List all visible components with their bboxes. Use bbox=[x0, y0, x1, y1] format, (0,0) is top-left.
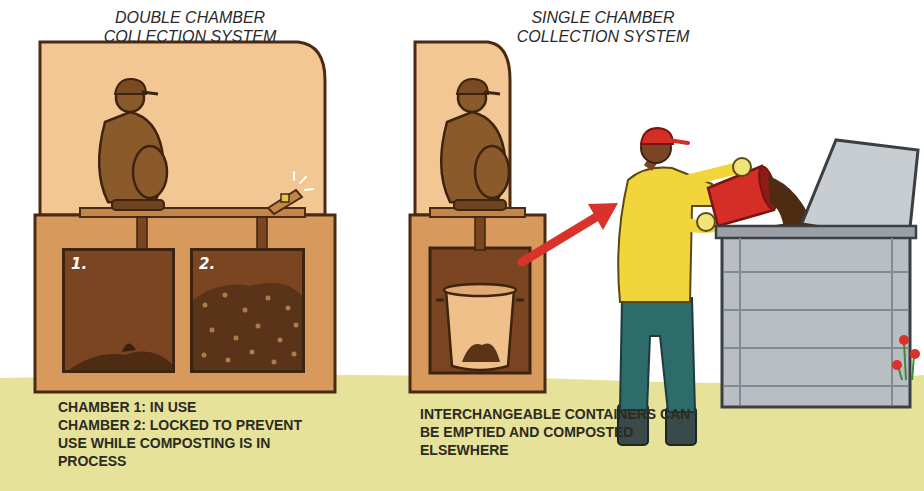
bin-rim bbox=[716, 226, 916, 238]
glove bbox=[733, 158, 751, 176]
compost-particle bbox=[234, 336, 239, 341]
bin-slats bbox=[724, 238, 908, 405]
squatting-person bbox=[441, 79, 509, 210]
fresh-waste bbox=[122, 343, 136, 352]
flower bbox=[892, 360, 902, 370]
compost-particle bbox=[266, 296, 271, 301]
compost-particle bbox=[256, 324, 261, 329]
chamber: 2. bbox=[190, 248, 305, 373]
compost-particle bbox=[202, 353, 207, 358]
compost-particle bbox=[223, 293, 228, 298]
upper-wall bbox=[415, 42, 510, 215]
drop-pipe bbox=[137, 217, 147, 250]
person-cap bbox=[115, 79, 146, 94]
flower bbox=[910, 349, 920, 359]
compost-particle bbox=[210, 328, 215, 333]
sparkle bbox=[294, 172, 313, 190]
compost-bin bbox=[722, 234, 910, 407]
container-pot bbox=[446, 290, 514, 370]
cap-brim bbox=[142, 92, 158, 94]
flowers bbox=[892, 335, 920, 380]
compost-particles bbox=[202, 293, 299, 365]
chamber-block bbox=[35, 215, 335, 392]
drop-pipe bbox=[475, 217, 485, 250]
caption-text: CHAMBER 1: IN USE bbox=[58, 398, 318, 416]
bin-slat bbox=[724, 271, 908, 273]
compost-particle bbox=[286, 306, 291, 311]
padlock bbox=[281, 194, 289, 202]
move-arrow bbox=[522, 216, 598, 262]
pot-handles bbox=[436, 299, 524, 302]
chamber: 1. bbox=[62, 248, 175, 373]
sparkle-line bbox=[300, 177, 306, 183]
chamber-block bbox=[410, 215, 545, 392]
system-heading: SINGLE CHAMBER COLLECTION SYSTEM bbox=[503, 8, 703, 46]
bin-lid bbox=[800, 140, 918, 228]
waste-pile bbox=[462, 343, 500, 362]
chamber-interior bbox=[430, 248, 530, 373]
glove bbox=[697, 213, 715, 231]
bin-slat bbox=[724, 385, 908, 387]
locked-lid bbox=[268, 190, 302, 214]
bin-post bbox=[739, 238, 741, 405]
arrow-head bbox=[588, 203, 618, 230]
chamber-interior bbox=[190, 248, 305, 373]
worker-arm bbox=[690, 168, 738, 180]
compost-pile bbox=[193, 283, 302, 372]
waste-pile bbox=[66, 352, 172, 372]
upper-wall bbox=[40, 42, 325, 215]
compost-particle bbox=[203, 303, 208, 308]
person-knee bbox=[133, 146, 167, 198]
chamber-number: 2. bbox=[199, 255, 215, 273]
caption-text: INTERCHANGEABLE CONTAINERS CAN BE EMPTIE… bbox=[420, 405, 705, 459]
compost-particle bbox=[294, 323, 299, 328]
chamber-interior bbox=[62, 248, 175, 373]
compost-particle bbox=[278, 338, 283, 343]
flower-stems bbox=[898, 342, 914, 380]
sparkle-line bbox=[293, 172, 295, 180]
drop-pipe bbox=[257, 217, 267, 250]
flower bbox=[899, 335, 909, 345]
sparkle-line bbox=[305, 189, 313, 190]
bin-slat bbox=[724, 309, 908, 311]
system-heading: DOUBLE CHAMBER COLLECTION SYSTEM bbox=[90, 8, 290, 46]
person-feet bbox=[112, 200, 164, 210]
bin-slat bbox=[724, 347, 908, 349]
compost-particle bbox=[272, 360, 277, 365]
compost-particle bbox=[243, 308, 248, 313]
pot-rim bbox=[444, 284, 516, 296]
worker-shirt bbox=[618, 168, 712, 303]
cap-brim bbox=[668, 140, 688, 143]
compost-particle bbox=[226, 358, 231, 363]
caption-text: CHAMBER 2: LOCKED TO PREVENT USE WHILE C… bbox=[58, 416, 303, 470]
worker-trousers bbox=[620, 298, 695, 412]
compost-particle bbox=[292, 352, 297, 357]
chamber-number: 1. bbox=[71, 255, 87, 273]
squatting-person bbox=[99, 79, 167, 210]
bin-post bbox=[891, 238, 893, 405]
compost-particle bbox=[250, 350, 255, 355]
